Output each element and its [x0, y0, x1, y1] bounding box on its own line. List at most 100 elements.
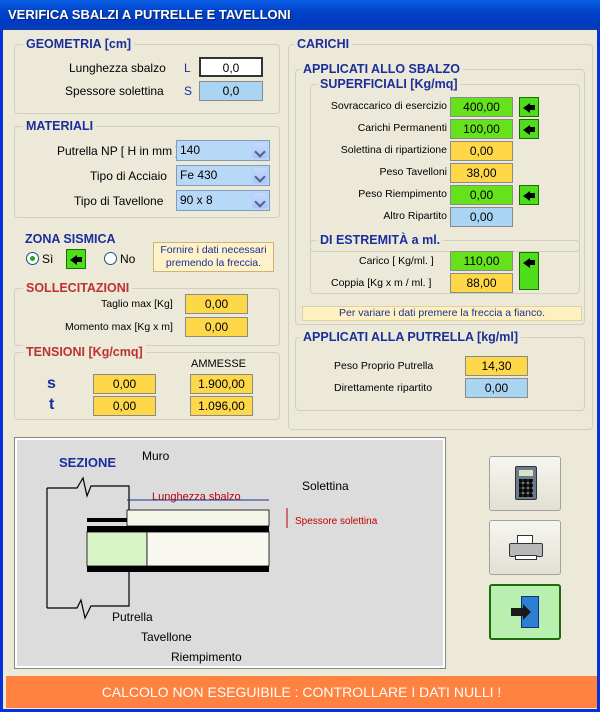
coppia-value: 88,00 — [450, 273, 513, 293]
sigma-ammessa: 1.900,00 — [190, 374, 253, 394]
tau-value: 0,00 — [93, 396, 156, 416]
carichi-group: CARICHI APPLICATI ALLO SBALZO SUPERFICIA… — [288, 37, 593, 430]
main-window: GEOMETRIA [cm] Lunghezza sbalzo L 0,0 Sp… — [0, 30, 600, 712]
peso-proprio-label: Peso Proprio Putrella — [334, 360, 434, 372]
acciaio-value: Fe 430 — [180, 168, 218, 182]
exit-button[interactable] — [489, 584, 561, 640]
direttamente-value: 0,00 — [465, 378, 528, 398]
no-label: No — [120, 252, 136, 266]
chevron-down-icon[interactable] — [252, 192, 268, 209]
superficiali-label: Carichi Permanenti — [357, 122, 447, 134]
spessore-label: Spessore solettina — [65, 84, 164, 98]
superficiali-arrow-button[interactable] — [519, 185, 539, 205]
superficiali-group: SUPERFICIALI [Kg/mq] Sovraccarico di ese… — [310, 77, 580, 252]
tavellone-label: Tipo di Tavellone — [74, 194, 164, 208]
acciaio-select[interactable]: Fe 430 — [176, 165, 270, 186]
tavellone-diagram-label: Tavellone — [141, 630, 192, 644]
peso-proprio-value: 14,30 — [465, 356, 528, 376]
carichi-note: Per variare i dati premere la freccia a … — [302, 306, 582, 321]
sezione-panel: SEZIONE Muro Solettina Lunghezza sbalzo … — [14, 437, 446, 669]
sbalzo-title: APPLICATI ALLO SBALZO — [300, 62, 463, 76]
ammesse-label: AMMESSE — [191, 358, 247, 370]
materiali-group: MATERIALI Putrella NP [ H in mm ] 140 Ti… — [14, 119, 280, 218]
zona-sismica-title: ZONA SISMICA — [22, 232, 119, 246]
zona-hint-line1: Fornire i dati necessari — [160, 244, 267, 256]
putrella-diagram-label: Putrella — [112, 610, 153, 624]
printer-icon — [509, 535, 543, 560]
chevron-down-icon[interactable] — [252, 167, 268, 184]
superficiali-value: 0,00 — [450, 141, 513, 161]
superficiali-arrow-button[interactable] — [519, 97, 539, 117]
sigma-value: 0,00 — [93, 374, 156, 394]
window-title: VERIFICA SBALZI A PUTRELLE E TAVELLONI — [0, 0, 600, 30]
lunghezza-input[interactable]: 0,0 — [199, 57, 263, 77]
sigma-symbol: s — [47, 375, 56, 392]
zona-sismica-arrow-button[interactable] — [66, 249, 86, 269]
coppia-label: Coppia [Kg x m / ml. ] — [331, 277, 432, 289]
direttamente-label: Direttamente ripartito — [334, 382, 433, 394]
si-radio[interactable] — [26, 252, 39, 265]
spessore-symbol: S — [184, 84, 193, 98]
riempimento-diagram-label: Riempimento — [171, 650, 242, 664]
putrella-label: Putrella NP [ H in mm ] — [57, 144, 179, 158]
tensioni-group: TENSIONI [Kg/cmq] AMMESSE s 0,00 1.900,0… — [14, 345, 280, 420]
superficiali-label: Sovraccarico di esercizio — [330, 100, 447, 112]
estremita-arrow-button[interactable] — [519, 252, 539, 290]
superficiali-value: 0,00 — [450, 185, 513, 205]
beam-section — [86, 499, 288, 572]
carico-value: 110,00 — [450, 251, 513, 271]
si-label: Sì — [42, 252, 54, 266]
spessore-input[interactable]: 0,0 — [199, 81, 263, 101]
taglio-label: Taglio max [Kg] — [101, 298, 173, 310]
tensioni-title: TENSIONI [Kg/cmq] — [23, 345, 146, 359]
calculator-icon — [515, 466, 537, 500]
tau-ammessa: 1.096,00 — [190, 396, 253, 416]
lunghezza-sbalzo-label: Lunghezza sbalzo — [152, 491, 241, 503]
superficiali-label: Peso Tavelloni — [379, 166, 447, 178]
sezione-diagram: SEZIONE Muro Solettina Lunghezza sbalzo … — [46, 449, 378, 664]
zona-sismica-group: ZONA SISMICA Sì No Fornire i dati necess… — [14, 232, 280, 298]
carico-label: Carico [ Kg/ml. ] — [359, 255, 434, 267]
taglio-value: 0,00 — [185, 294, 248, 314]
tau-symbol: t — [49, 396, 55, 413]
lunghezza-label: Lunghezza sbalzo — [69, 61, 166, 75]
geometria-title: GEOMETRIA [cm] — [23, 37, 135, 51]
sbalzo-group: APPLICATI ALLO SBALZO SUPERFICIALI [Kg/m… — [295, 62, 585, 325]
estremita-group: DI ESTREMITÀ a ml. Carico [ Kg/ml. ] 110… — [310, 233, 580, 294]
geometria-group: GEOMETRIA [cm] Lunghezza sbalzo L 0,0 Sp… — [14, 37, 280, 114]
superficiali-label: Solettina di ripartizione — [340, 144, 447, 156]
superficiali-title: SUPERFICIALI [Kg/mq] — [317, 77, 461, 91]
lunghezza-symbol: L — [184, 61, 191, 75]
superficiali-value: 100,00 — [450, 119, 513, 139]
zona-hint: Fornire i dati necessari premendo la fre… — [153, 242, 274, 272]
status-bar: CALCOLO NON ESEGUIBILE : CONTROLLARE I D… — [6, 676, 597, 708]
putrella-select[interactable]: 140 — [176, 140, 270, 161]
spessore-solettina-label: Spessore solettina — [295, 516, 378, 527]
exit-door-icon — [511, 596, 541, 630]
print-button[interactable] — [489, 520, 561, 575]
no-radio[interactable] — [104, 252, 117, 265]
chevron-down-icon[interactable] — [252, 142, 268, 159]
putrella-title: APPLICATI ALLA PUTRELLA [kg/ml] — [300, 330, 522, 344]
superficiali-arrow-button[interactable] — [519, 119, 539, 139]
momento-label: Momento max [Kg x m] — [65, 321, 173, 333]
acciaio-label: Tipo di Acciaio — [90, 169, 167, 183]
sezione-title: SEZIONE — [59, 455, 116, 470]
wall-outline — [46, 476, 130, 620]
superficiali-label: Peso Riempimento — [358, 188, 447, 200]
superficiali-value: 400,00 — [450, 97, 513, 117]
superficiali-label: Altro Ripartito — [383, 210, 447, 222]
carichi-title: CARICHI — [294, 37, 353, 51]
superficiali-value: 0,00 — [450, 207, 513, 227]
solettina-label: Solettina — [302, 479, 349, 493]
sollecitazioni-group: SOLLECITAZIONI Taglio max [Kg] 0,00 Mome… — [14, 281, 280, 346]
putrella-value: 140 — [180, 143, 201, 157]
putrella-group: APPLICATI ALLA PUTRELLA [kg/ml] Peso Pro… — [295, 330, 585, 411]
zona-hint-line2: premendo la freccia. — [165, 257, 262, 269]
superficiali-value: 38,00 — [450, 163, 513, 183]
momento-value: 0,00 — [185, 317, 248, 337]
tavellone-select[interactable]: 90 x 8 — [176, 190, 270, 211]
estremita-title: DI ESTREMITÀ a ml. — [317, 233, 444, 247]
materiali-title: MATERIALI — [23, 119, 97, 133]
calculate-button[interactable] — [489, 456, 561, 511]
